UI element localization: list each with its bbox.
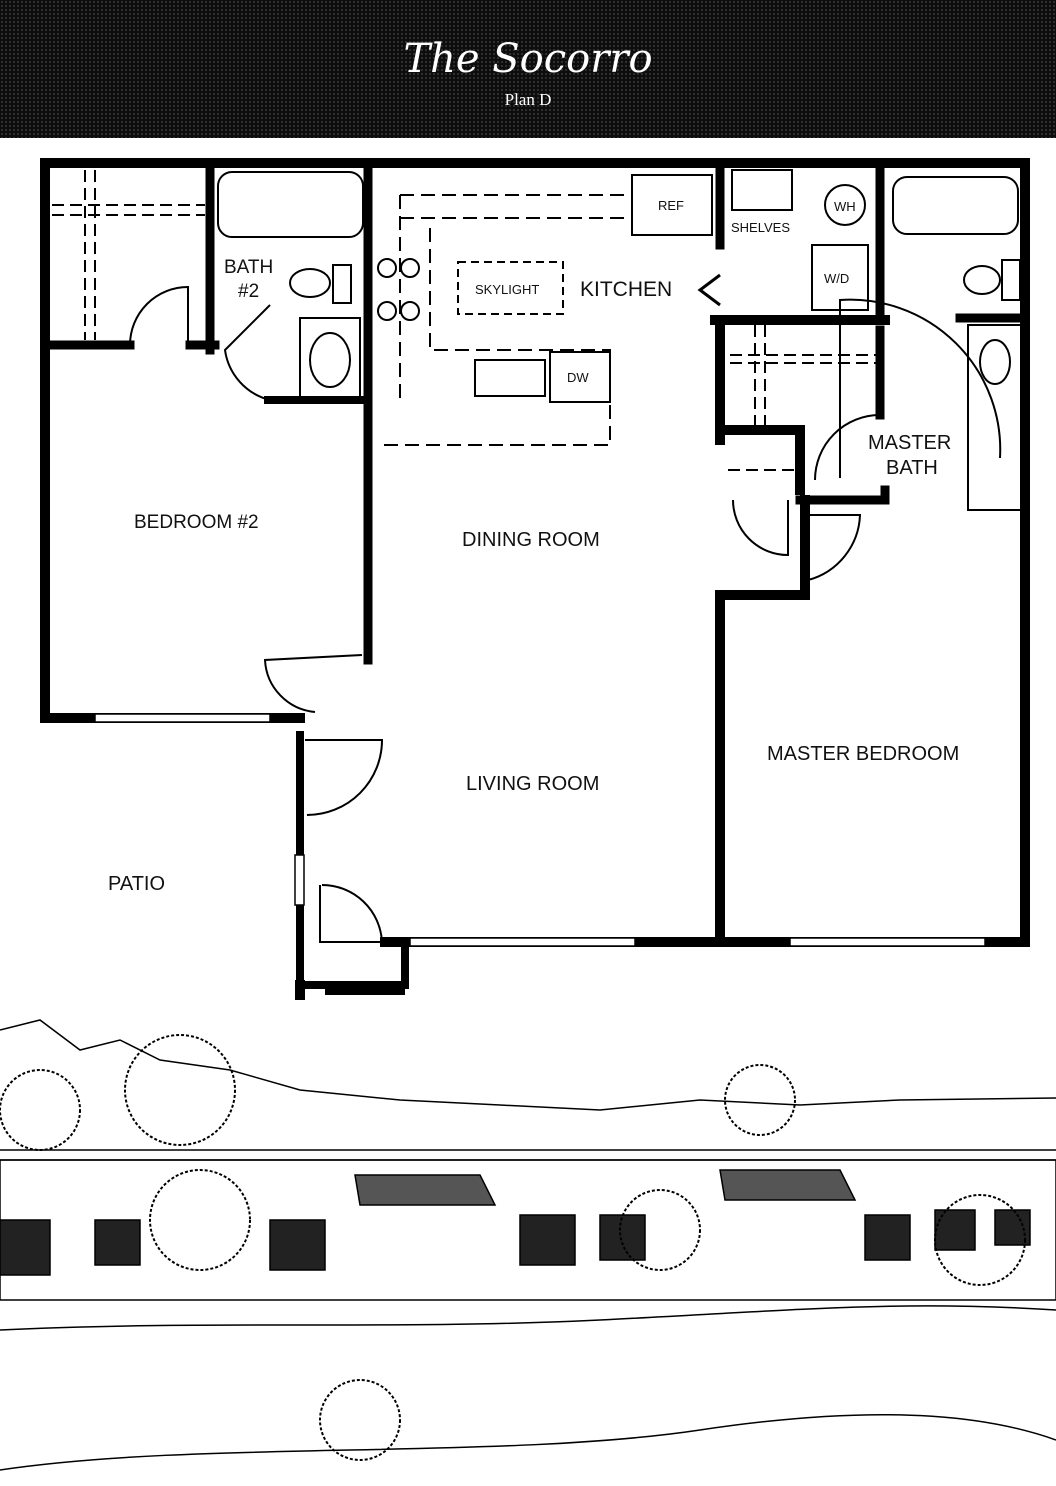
master-bedroom-label: MASTER BEDROOM <box>767 743 959 765</box>
kitchen-label: KITCHEN <box>580 278 672 301</box>
ground-line <box>0 1305 1056 1331</box>
dining-room-label: DINING ROOM <box>462 529 600 551</box>
master-bath-label: MASTER <box>868 432 951 454</box>
living-room-label: LIVING ROOM <box>466 773 599 795</box>
doors <box>129 285 1002 943</box>
master-bath-label-2: BATH <box>886 457 938 479</box>
bath2-label: BATH <box>224 257 273 278</box>
wd-label: W/D <box>824 271 849 286</box>
wh-label: WH <box>834 199 856 214</box>
patio-label: PATIO <box>108 873 165 895</box>
room-labels: BATH #2 BEDROOM #2 KITCHEN SKYLIGHT REF … <box>108 198 959 895</box>
windows <box>94 713 986 947</box>
building-windows <box>0 1209 1031 1276</box>
bath2-number: #2 <box>238 281 259 302</box>
mountain-ridge <box>0 1019 1056 1111</box>
skylight-label: SKYLIGHT <box>475 282 539 297</box>
plan-subtitle: Plan D <box>504 90 552 109</box>
building-facade <box>0 1159 1056 1301</box>
roofline <box>0 1149 1056 1161</box>
lawn-edge <box>0 1413 1056 1471</box>
exterior-rendering <box>0 1019 1056 1471</box>
ref-label: REF <box>658 198 684 213</box>
floor-plan: BATH #2 BEDROOM #2 KITCHEN SKYLIGHT REF … <box>40 158 1030 1000</box>
fixtures <box>52 169 1024 511</box>
title-banner: The Socorro Plan D <box>0 0 1056 138</box>
plan-title: The Socorro <box>403 36 653 82</box>
porch-roofs <box>354 1169 857 1206</box>
bedroom2-label: BEDROOM #2 <box>134 512 259 533</box>
dw-label: DW <box>567 370 589 385</box>
shelves-label: SHELVES <box>731 220 790 235</box>
trees <box>0 1034 1026 1461</box>
